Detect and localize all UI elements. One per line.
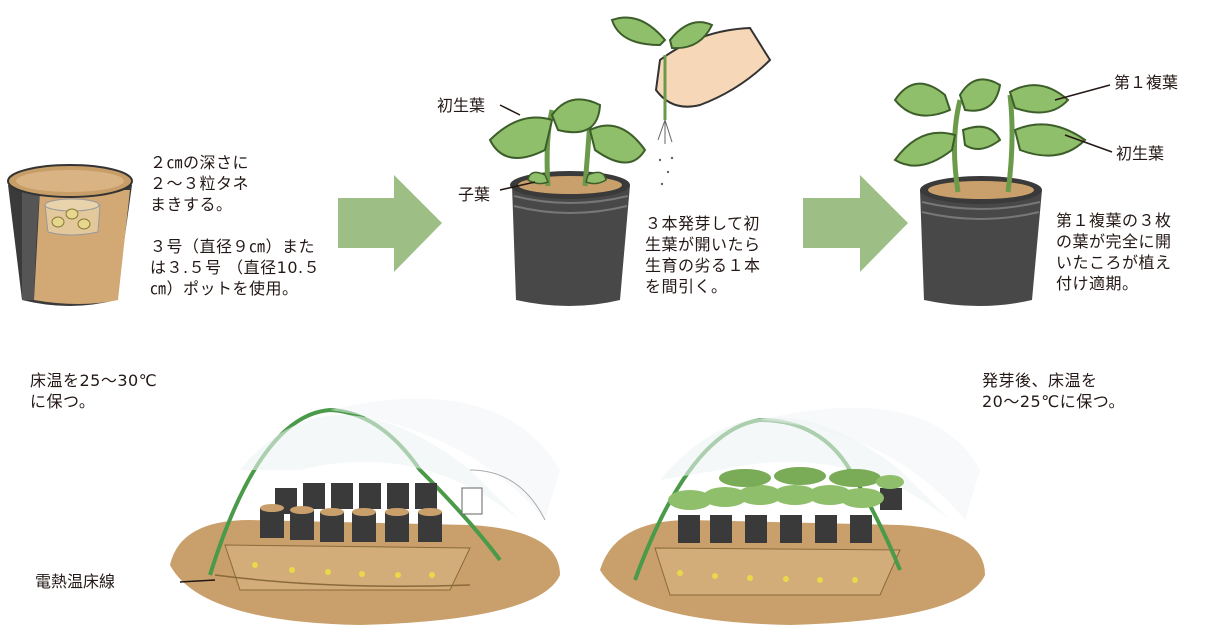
label-shiyou-step2: 子葉: [458, 185, 491, 204]
label-shoyou-step3: 初生葉: [1116, 144, 1165, 163]
step3-line4: 付け適期。: [1056, 274, 1139, 293]
step3-line1: 第１複葉の３枚: [1056, 211, 1172, 230]
step1-line3: まきする。: [150, 195, 233, 214]
step2-line4: を間引く。: [645, 277, 728, 296]
step1-sowing-text: ２㎝の深さに ２〜３粒タネ まきする。: [150, 152, 249, 215]
hotbed-tunnel-right: [600, 407, 985, 625]
step1-pot-line2: は３.５号 （直径10.５: [150, 258, 321, 277]
bed-right-temp-text: 発芽後、床温を 20〜25℃に保つ。: [982, 370, 1125, 412]
step1-pot-line3: ㎝）ポットを使用。: [150, 279, 299, 298]
step3-line2: の葉が完全に開: [1056, 232, 1172, 251]
step3-line3: いたころが植え: [1056, 253, 1172, 272]
label-fukuyou-step3: 第１複葉: [1114, 73, 1179, 92]
bed-left-temp-text: 床温を25〜30℃ に保つ。: [30, 370, 157, 412]
process-arrow-2: [803, 175, 908, 272]
heating-cable-label: 電熱温床線: [35, 572, 116, 591]
step2-line2: 生葉が開いたら: [645, 235, 761, 254]
bed-right-line2: 20〜25℃に保つ。: [982, 392, 1126, 411]
step1-line1: ２㎝の深さに: [150, 153, 250, 172]
seedlings-right: [668, 467, 904, 543]
step1-pot-line1: ３号（直径９㎝）また: [150, 237, 316, 256]
step3-planting-text: 第１複葉の３枚 の葉が完全に開 いたころが植え 付け適期。: [1056, 210, 1172, 294]
step2-line1: ３本発芽して初: [645, 214, 761, 233]
bed-left-line1: 床温を25〜30℃: [30, 371, 158, 390]
bed-left-line2: に保つ。: [30, 392, 96, 411]
step1-pot-text: ３号（直径９㎝）また は３.５号 （直径10.５ ㎝）ポットを使用。: [150, 236, 320, 299]
pot-seedlings-illustration: [488, 98, 647, 306]
pot-plant-illustration: [893, 78, 1113, 306]
step2-line3: 生育の劣る１本: [645, 256, 761, 275]
process-arrow-1: [338, 175, 442, 272]
label-shoyou-step2: 初生葉: [437, 96, 486, 115]
pots-left: [260, 483, 483, 542]
bed-right-line1: 発芽後、床温を: [982, 371, 1098, 390]
step1-line2: ２〜３粒タネ: [150, 174, 250, 193]
pot-cutaway-illustration: [7, 164, 133, 306]
step2-thinning-text: ３本発芽して初 生葉が開いたら 生育の劣る１本 を間引く。: [645, 213, 761, 297]
hand-illustration: [610, 16, 772, 186]
hotbed-tunnel-left: [170, 398, 560, 625]
